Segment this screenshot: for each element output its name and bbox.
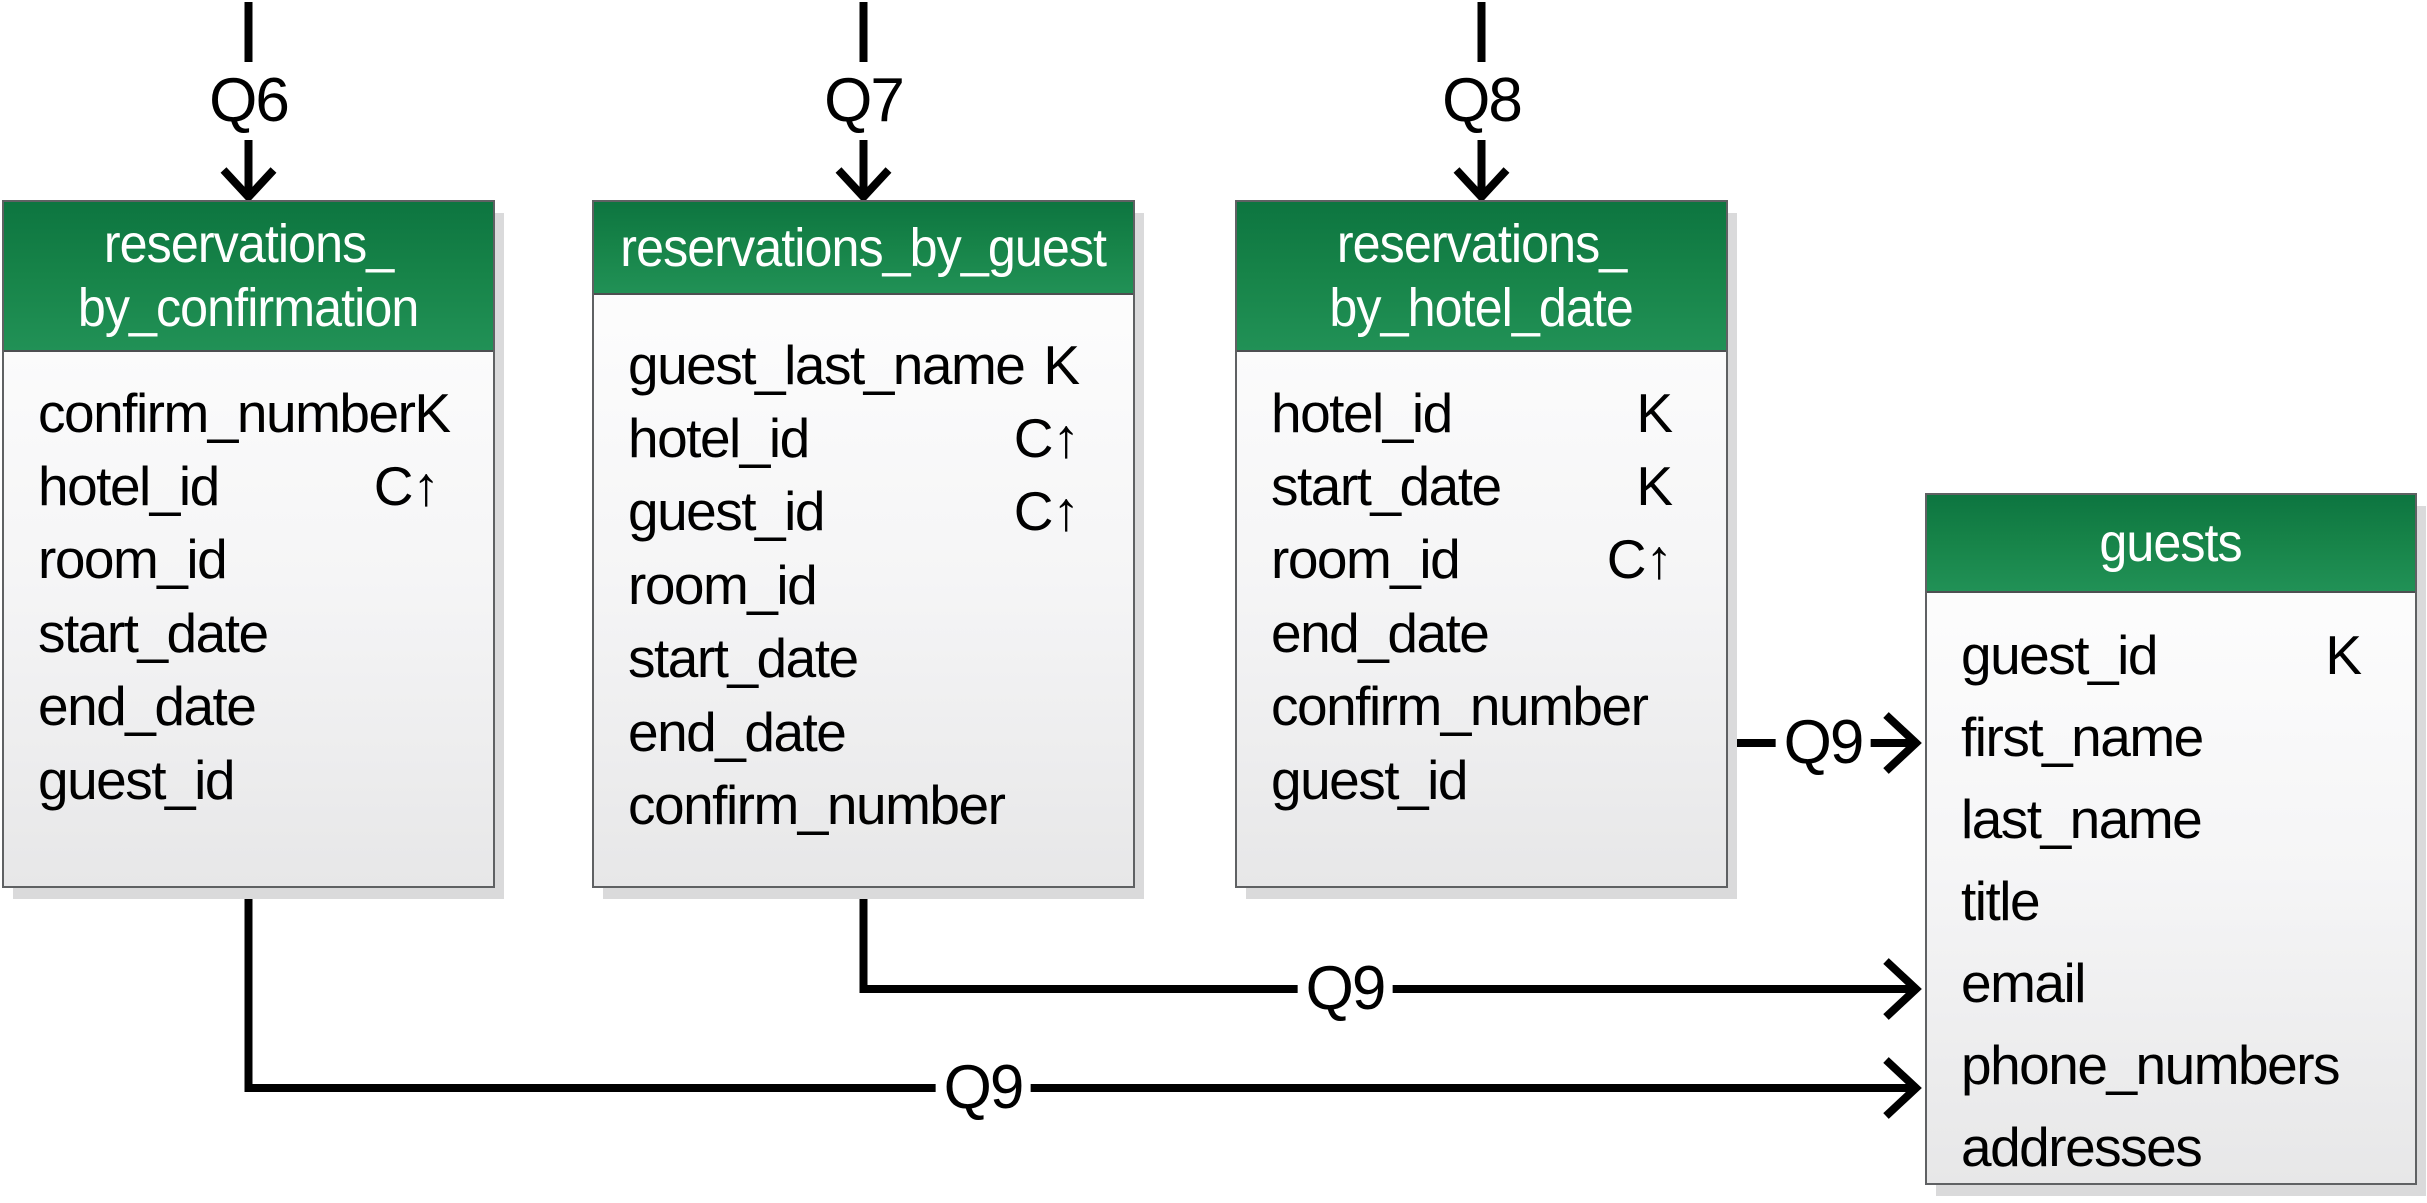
query-label-q6: Q6 xyxy=(201,70,296,132)
table-reservations-by-guest: reservations_by_guest guest_last_name K … xyxy=(592,200,1135,888)
field-row: guest_last_name K xyxy=(594,328,1133,401)
field-name: confirm_number xyxy=(1271,675,1649,738)
field-row: confirm_number K xyxy=(4,376,493,449)
q7-arrow xyxy=(835,2,892,203)
table-header: guests xyxy=(1927,495,2415,593)
table-reservations-by-confirmation: reservations_ by_confirmation confirm_nu… xyxy=(2,200,495,888)
field-row: room_id xyxy=(594,548,1133,621)
field-row: end_date xyxy=(4,670,493,743)
field-row: guest_id C↑ xyxy=(594,475,1133,548)
key-annotation: K xyxy=(2325,624,2362,686)
field-row: start_date xyxy=(594,622,1133,695)
key-annotation: K xyxy=(414,381,451,444)
field-name: phone_numbers xyxy=(1961,1034,2341,1096)
key-annotation: K xyxy=(1636,381,1673,444)
field-name: guest_id xyxy=(628,480,825,543)
table-header: reservations_ by_confirmation xyxy=(4,202,493,352)
field-row: end_date xyxy=(594,695,1133,768)
field-name: room_id xyxy=(38,528,228,591)
field-row: hotel_id C↑ xyxy=(594,401,1133,474)
field-row: title xyxy=(1927,860,2415,942)
field-name: end_date xyxy=(628,700,847,763)
query-label-q9-from-hotel-date: Q9 xyxy=(1775,712,1871,774)
table-title-line2: by_confirmation xyxy=(78,278,419,338)
table-fields: guest_last_name K hotel_id C↑ guest_id C… xyxy=(594,295,1133,842)
field-name: start_date xyxy=(38,601,269,664)
field-name: hotel_id xyxy=(38,455,220,518)
q9-arrow-from-guest xyxy=(859,886,1922,1020)
field-row: hotel_id C↑ xyxy=(4,449,493,522)
field-name: hotel_id xyxy=(628,407,810,470)
field-row: first_name xyxy=(1927,696,2415,778)
table-fields: hotel_id K start_date K room_id C↑ end_d… xyxy=(1237,352,1726,816)
q9-arrow-from-confirmation xyxy=(244,886,1922,1119)
field-name: end_date xyxy=(1271,601,1490,664)
field-name: guest_last_name xyxy=(628,333,1026,396)
table-title-line1: reservations_ xyxy=(103,214,394,274)
q6-arrow xyxy=(220,2,277,203)
key-annotation: C↑ xyxy=(1013,480,1080,543)
field-name: confirm_number xyxy=(38,381,416,444)
field-name: title xyxy=(1961,870,2041,932)
field-row: guest_id xyxy=(4,743,493,816)
field-row: start_date xyxy=(4,596,493,669)
table-title-line1: reservations_by_guest xyxy=(620,217,1108,278)
field-name: room_id xyxy=(1271,528,1461,591)
field-row: room_id xyxy=(4,523,493,596)
key-annotation: K xyxy=(1043,333,1080,396)
field-row: start_date K xyxy=(1237,449,1726,522)
table-guests: guests guest_id K first_name last_name t… xyxy=(1925,493,2417,1185)
field-name: email xyxy=(1961,952,2086,1014)
field-name: confirm_number xyxy=(628,774,1006,837)
field-name: guest_id xyxy=(38,748,235,811)
field-name: start_date xyxy=(628,627,859,690)
q8-arrow xyxy=(1453,2,1510,203)
key-annotation: C↑ xyxy=(1013,407,1080,470)
field-name: start_date xyxy=(1271,455,1502,518)
field-name: room_id xyxy=(628,553,818,616)
field-row: confirm_number xyxy=(594,768,1133,841)
query-label-q9-from-confirmation: Q9 xyxy=(935,1057,1031,1119)
field-name: end_date xyxy=(38,675,257,738)
field-row: end_date xyxy=(1237,596,1726,669)
table-header: reservations_by_guest xyxy=(594,202,1133,295)
field-row: phone_numbers xyxy=(1927,1024,2415,1106)
field-name: guest_id xyxy=(1271,748,1468,811)
field-row: last_name xyxy=(1927,778,2415,860)
key-annotation: C↑ xyxy=(1606,528,1673,591)
field-row: room_id C↑ xyxy=(1237,523,1726,596)
query-label-q8: Q8 xyxy=(1434,70,1529,132)
field-name: last_name xyxy=(1961,788,2203,850)
key-annotation: K xyxy=(1636,455,1673,518)
field-name: hotel_id xyxy=(1271,381,1453,444)
table-header: reservations_ by_hotel_date xyxy=(1237,202,1726,352)
table-title-line2: by_hotel_date xyxy=(1329,278,1634,338)
field-row: addresses xyxy=(1927,1106,2415,1188)
table-fields: guest_id K first_name last_name title em… xyxy=(1927,593,2415,1188)
field-row: confirm_number xyxy=(1237,670,1726,743)
field-row: email xyxy=(1927,942,2415,1024)
field-name: first_name xyxy=(1961,706,2204,768)
field-row: guest_id K xyxy=(1927,614,2415,696)
field-row: hotel_id K xyxy=(1237,376,1726,449)
table-title-line1: guests xyxy=(2099,513,2243,573)
key-annotation: C↑ xyxy=(373,455,440,518)
table-title-line1: reservations_ xyxy=(1336,214,1627,274)
field-name: guest_id xyxy=(1961,624,2158,686)
field-row: guest_id xyxy=(1237,743,1726,816)
table-reservations-by-hotel-date: reservations_ by_hotel_date hotel_id K s… xyxy=(1235,200,1728,888)
table-fields: confirm_number K hotel_id C↑ room_id sta… xyxy=(4,352,493,816)
query-label-q7: Q7 xyxy=(816,70,911,132)
field-name: addresses xyxy=(1961,1116,2203,1178)
query-label-q9-from-guest: Q9 xyxy=(1297,958,1393,1020)
